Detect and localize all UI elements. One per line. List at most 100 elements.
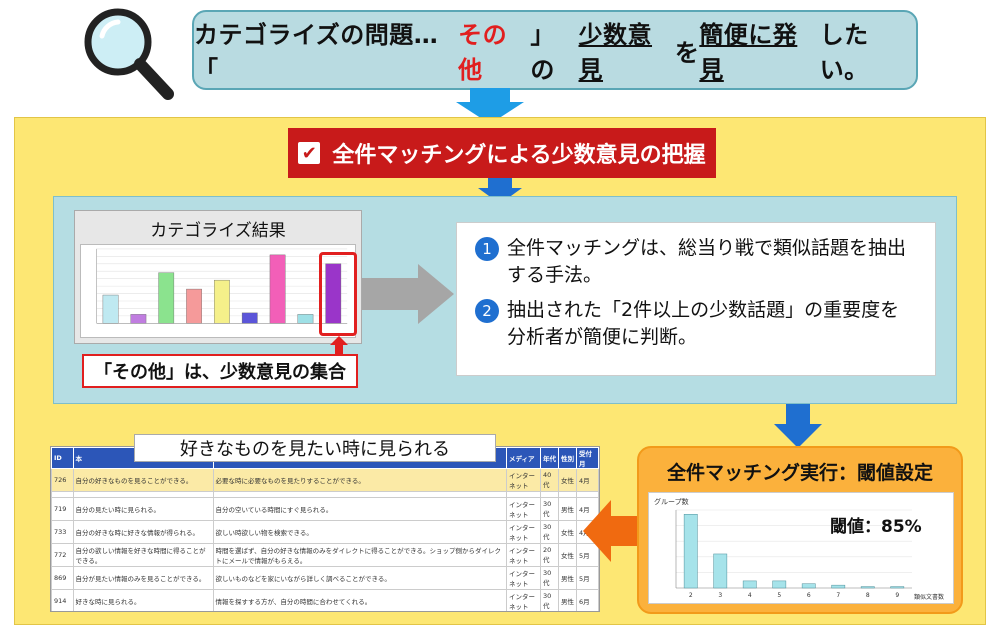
bar [801, 583, 816, 589]
x-tick-label: 4 [748, 592, 752, 599]
bar [102, 294, 119, 324]
bar [860, 586, 875, 589]
y-axis-label: グループ数 [654, 497, 689, 506]
x-tick-label: 7 [836, 592, 840, 599]
threshold-value: 閾値：85% [830, 517, 922, 537]
bar [890, 586, 905, 589]
magnifier-icon [84, 8, 174, 100]
method-banner: ✔ 全件マッチングによる少数意見の把握 [288, 128, 716, 178]
x-tick-label: 8 [866, 592, 870, 599]
x-tick-label: 5 [777, 592, 781, 599]
table-cell: 733 [51, 520, 74, 544]
checkbox-icon: ✔ [298, 142, 321, 164]
x-axis-label: 類似文書数 [914, 593, 944, 601]
bar [325, 263, 342, 324]
question-easy-discovery: 簡便に発見 [699, 21, 798, 84]
table-cell: 好きな時に見られる。 [72, 589, 214, 611]
table-cell: インターネット [506, 589, 541, 611]
other-label: 「その他」は、少数意見の集合 [82, 354, 358, 388]
table-cell: 男性 [558, 589, 577, 611]
table-cell: インターネット [506, 520, 541, 544]
table-cell: 自分の欲しい情報を好きな時間に得ることができる。 [72, 543, 214, 567]
bar [130, 314, 147, 324]
bar [297, 314, 314, 324]
bar [158, 272, 175, 324]
table-cell: 自分の好きな時に好きな情報が得られる。 [72, 520, 214, 544]
question-minority: 少数意見 [578, 21, 653, 84]
bar [831, 584, 846, 589]
table-cell: 719 [51, 497, 74, 521]
table-cell: 4月 [576, 468, 599, 492]
steps-box: 1 全件マッチングは、総当り戦で類似話題を抽出する手法。 2 抽出された「2件以… [456, 222, 936, 376]
table-cell: インターネット [506, 543, 541, 567]
problem-callout: カテゴライズの問題…「その他」の少数意見を簡便に発見したい。 [192, 10, 918, 90]
table-cell: 914 [51, 589, 74, 611]
col-header: ID [51, 447, 74, 469]
step-number-badge: 1 [475, 237, 499, 261]
up-arrow-icon [330, 336, 348, 358]
table-cell: 772 [51, 543, 74, 567]
question-mid2: を [674, 38, 700, 67]
table-cell: インターネット [506, 566, 541, 590]
table-cell: 男性 [558, 566, 577, 590]
col-header: 受付月 [576, 447, 599, 469]
table-cell: インターネット [506, 468, 541, 492]
bar [742, 580, 757, 589]
bar [186, 288, 202, 324]
table-cell: 自分の好きなものを見ることができる。 [72, 468, 214, 492]
table-cell: 869 [51, 566, 74, 590]
bar [713, 553, 728, 589]
bar [683, 514, 698, 589]
step-text: 抽出された「2件以上の少数話題」の重要度を分析者が簡便に判断。 [507, 299, 900, 348]
table-cell: 女性 [558, 543, 577, 567]
table-cell: 30代 [540, 520, 559, 544]
bar [214, 279, 230, 324]
table-cell: 4月 [576, 497, 599, 521]
question-middle: 」の [530, 21, 555, 84]
table-cell: 30代 [540, 589, 559, 611]
table-cell: 時間を選ばず、自分の好きな情報のみをダイレクトに得ることができる。ショップ側から… [212, 543, 508, 567]
down-arrow-icon [456, 88, 524, 124]
table-cell: 女性 [558, 468, 577, 492]
bar [772, 580, 787, 589]
question-other: その他 [458, 21, 508, 84]
table-cell: 必要な時に必要なものを見たりすることができる。 [212, 468, 508, 492]
table-cell: 自分の見たい時に見られる。 [72, 497, 214, 521]
table-cell: 女性 [558, 520, 577, 544]
table-cell: 6月 [576, 589, 599, 611]
table-title: 好きなものを見たい時に見られる [134, 434, 496, 462]
table-cell: 40代 [540, 468, 559, 492]
table-cell: 男性 [558, 497, 577, 521]
x-tick-label: 3 [718, 592, 722, 599]
step-text: 全件マッチングは、総当り戦で類似話題を抽出する手法。 [507, 237, 907, 286]
method-label: 全件マッチングによる少数意見の把握 [332, 143, 706, 168]
question-prefix: カテゴライズの問題…「 [194, 21, 439, 84]
col-header: メディア [506, 447, 541, 469]
table-cell: 726 [51, 468, 74, 492]
categorize-title: カテゴライズ結果 [150, 221, 286, 241]
threshold-title: 全件マッチング実行：閾値設定 [666, 462, 933, 484]
col-header: 年代 [540, 447, 559, 469]
down-arrow-icon [478, 178, 522, 204]
bar [269, 254, 286, 324]
step-number-badge: 2 [475, 299, 499, 323]
table-cell: 5月 [576, 566, 599, 590]
bar [241, 312, 258, 324]
down-arrow-icon [774, 404, 822, 448]
table-cell: 欲しいものなどを家にいながら詳しく調べることができる。 [212, 566, 508, 590]
x-tick-label: 2 [689, 592, 693, 599]
step-item: 2 抽出された「2件以上の少数話題」の重要度を分析者が簡便に判断。 [475, 297, 917, 351]
right-arrow-icon [362, 264, 454, 324]
table-cell: 自分が見たい情報のみを見ることができる。 [72, 566, 214, 590]
x-tick-label: 6 [807, 592, 811, 599]
table-cell: 欲しい時欲しい物を検索できる。 [212, 520, 508, 544]
threshold-chart-frame [648, 492, 954, 604]
